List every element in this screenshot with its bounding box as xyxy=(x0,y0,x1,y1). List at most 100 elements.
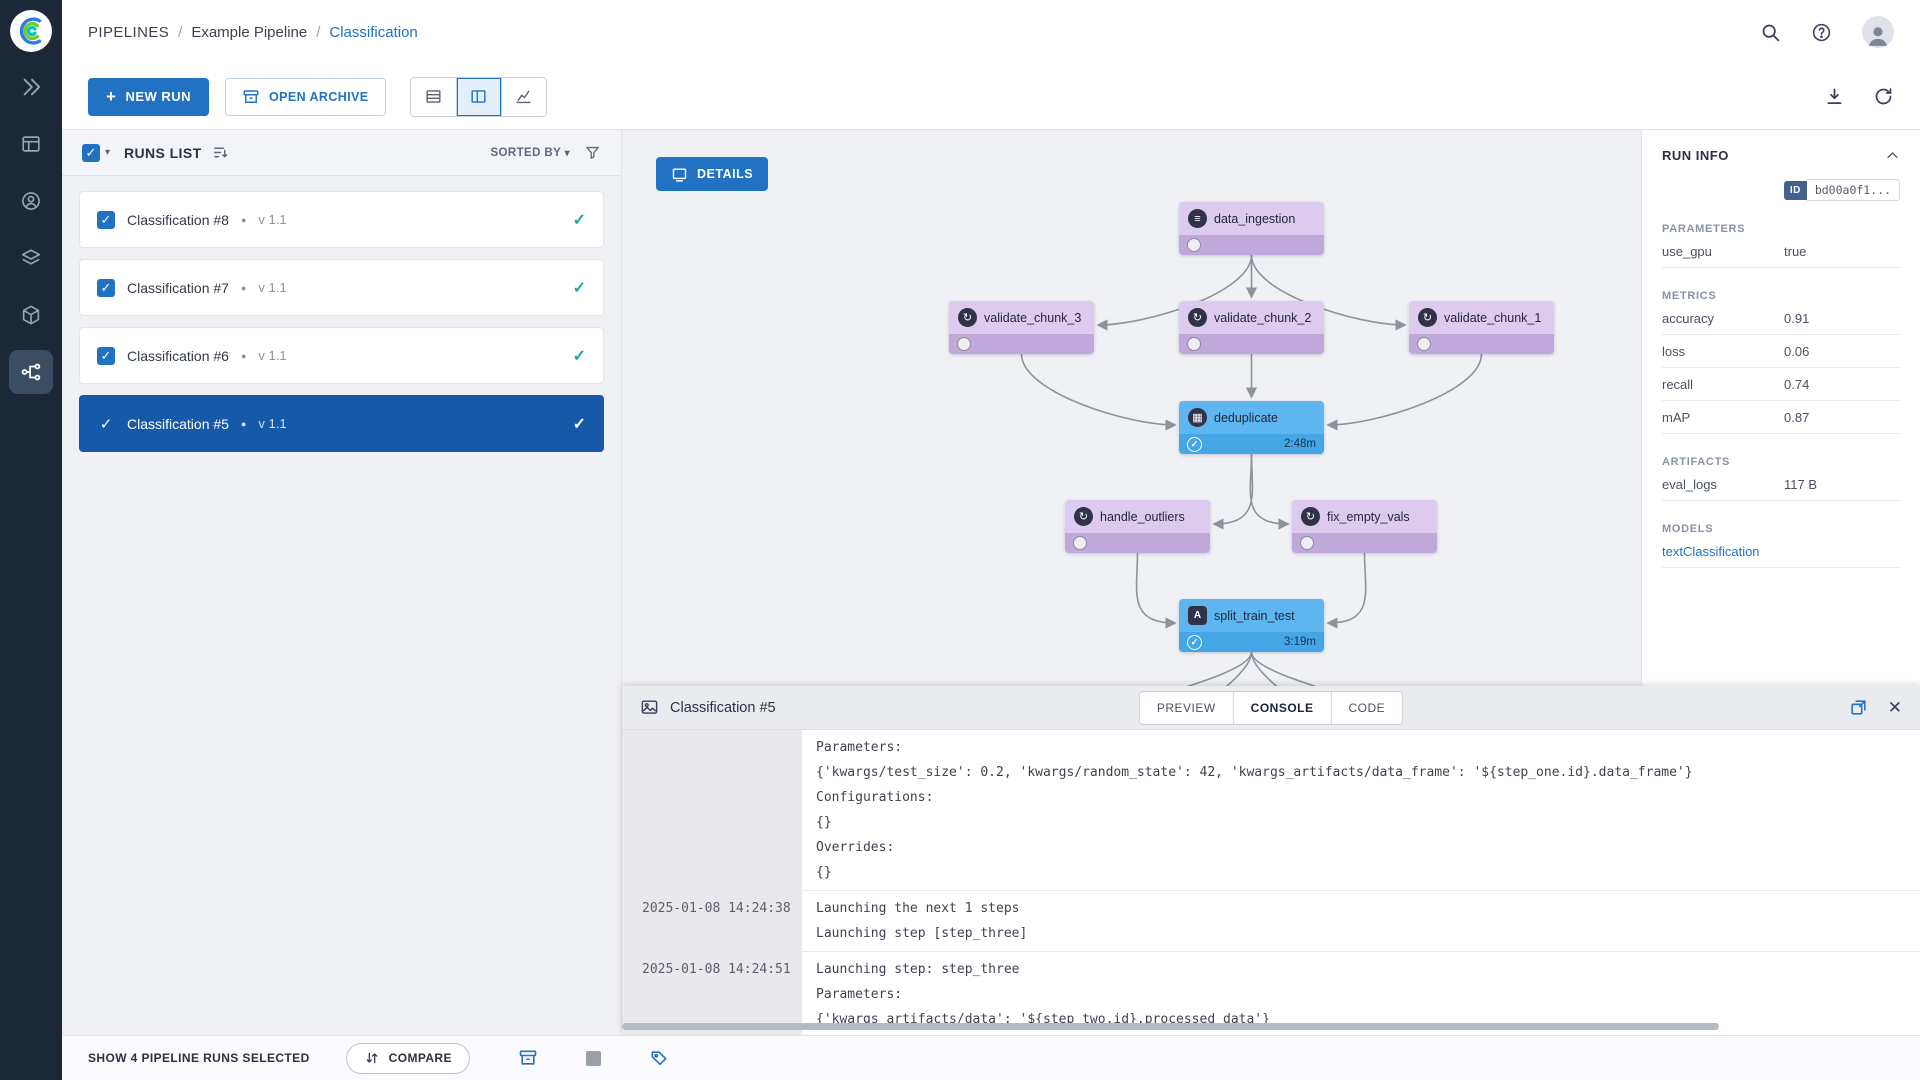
node-status-pending-icon xyxy=(1187,337,1201,351)
table-icon xyxy=(22,136,40,152)
tab-preview[interactable]: PREVIEW xyxy=(1138,690,1234,725)
run-version: v 1.1 xyxy=(258,348,287,363)
split-view-button[interactable] xyxy=(455,77,501,116)
dag-node-data_ingestion[interactable]: ≡data_ingestion xyxy=(1179,202,1324,255)
chart-view-button[interactable] xyxy=(500,77,546,116)
info-value: true xyxy=(1784,243,1807,259)
tag-selected-icon[interactable] xyxy=(649,1048,669,1068)
archive-icon xyxy=(243,89,259,103)
help-icon[interactable] xyxy=(1811,22,1832,43)
dag-node-label: validate_chunk_1 xyxy=(1444,310,1542,325)
fix_empty_vals-icon: ↻ xyxy=(1301,507,1320,526)
dag-node-fix_empty_vals[interactable]: ↻fix_empty_vals xyxy=(1292,500,1437,553)
dag-node-handle_outliers[interactable]: ↻handle_outliers xyxy=(1065,500,1210,553)
dag-node-label: split_train_test xyxy=(1214,608,1295,623)
dag-node-validate_chunk_1[interactable]: ↻ validate_chunk_1 xyxy=(1409,301,1554,354)
runs-list-panel: ✓ ▾ RUNS LIST SORTED BY ▾ ✓Classificatio… xyxy=(62,130,622,1035)
dag-edge xyxy=(1020,353,1177,431)
dag-node-deduplicate[interactable]: ▦deduplicate✓2:48m xyxy=(1179,401,1324,454)
run-checkbox[interactable]: ✓ xyxy=(99,415,113,433)
sorted-by-control[interactable]: SORTED BY ▾ xyxy=(490,147,570,159)
run-status-check-icon: ✓ xyxy=(572,211,586,229)
filter-icon[interactable] xyxy=(584,144,601,161)
tab-code[interactable]: CODE xyxy=(1331,690,1404,725)
view-mode-toggle xyxy=(409,76,547,117)
console-horizontal-scrollbar[interactable] xyxy=(622,1023,1719,1030)
node-status-pending-icon xyxy=(1417,337,1431,351)
open-archive-button[interactable]: OPEN ARCHIVE xyxy=(225,77,386,116)
breadcrumb-example-pipeline[interactable]: Example Pipeline xyxy=(191,23,308,41)
run-name: Classification #7 xyxy=(127,279,229,296)
topbar-actions xyxy=(1760,16,1894,48)
launch-icon xyxy=(23,78,41,96)
sidebar-item-experiments[interactable] xyxy=(9,293,53,337)
compare-icon xyxy=(366,1052,377,1064)
breadcrumb-classification[interactable]: Classification xyxy=(329,23,418,41)
node-status-pending-icon xyxy=(1187,238,1201,252)
dag-node-validate_chunk_2[interactable]: ↻validate_chunk_2 xyxy=(1179,301,1324,354)
node-status-pending-icon xyxy=(1300,536,1314,550)
dag-node-validate_chunk_3[interactable]: ↻validate_chunk_3 xyxy=(949,301,1094,354)
run-id-value[interactable]: bd00a0f1... xyxy=(1806,179,1900,201)
new-run-button[interactable]: + NEW RUN xyxy=(88,77,210,116)
info-key: recall xyxy=(1662,376,1694,392)
collapse-panel-icon[interactable] xyxy=(1885,148,1900,163)
select-all-checkbox[interactable]: ✓ xyxy=(82,143,100,162)
tab-console[interactable]: CONSOLE xyxy=(1233,690,1332,725)
log-timestamp: 2025-01-08 14:24:38 xyxy=(622,891,802,951)
info-key: eval_logs xyxy=(1662,476,1717,492)
info-value: 0.87 xyxy=(1784,409,1810,425)
download-icon[interactable] xyxy=(1824,86,1845,107)
run-status-check-icon: ✓ xyxy=(572,347,586,365)
console-run-title: Classification #5 xyxy=(670,699,776,716)
archive-selected-icon[interactable] xyxy=(518,1048,538,1068)
compare-button[interactable]: COMPARE xyxy=(345,1042,470,1074)
run-checkbox[interactable]: ✓ xyxy=(97,210,115,229)
user-avatar[interactable] xyxy=(1862,16,1894,48)
preview-frame-icon xyxy=(641,700,658,714)
list-settings-icon[interactable] xyxy=(212,144,229,161)
model-link-row[interactable]: textClassification xyxy=(1662,535,1900,568)
sidebar-item-community[interactable] xyxy=(9,179,53,223)
run-status-check-icon: ✓ xyxy=(572,279,586,297)
close-console-icon[interactable]: ✕ xyxy=(1887,698,1902,717)
run-checkbox[interactable]: ✓ xyxy=(97,278,115,297)
select-all-caret-icon[interactable]: ▾ xyxy=(105,147,111,158)
run-version: v 1.1 xyxy=(258,280,287,295)
run-list-item[interactable]: ✓Classification #6●v 1.1✓ xyxy=(79,327,604,384)
table-view-button[interactable] xyxy=(410,77,456,116)
open-in-new-icon[interactable] xyxy=(1849,698,1868,717)
run-list-item[interactable]: ✓Classification #5●v 1.1✓ xyxy=(79,395,604,452)
sidebar-item-pipelines[interactable] xyxy=(9,350,53,394)
info-key: accuracy xyxy=(1662,310,1715,326)
run-checkbox[interactable]: ✓ xyxy=(97,346,115,365)
details-icon xyxy=(672,167,687,182)
search-icon[interactable] xyxy=(1760,22,1781,43)
console-log: Parameters:{'kwargs/test_size': 0.2, 'kw… xyxy=(622,730,1920,1035)
sidebar-item-projects[interactable] xyxy=(9,236,53,280)
node-status-completed-icon: ✓ xyxy=(1187,634,1202,650)
auto-refresh-icon[interactable] xyxy=(1873,86,1894,107)
dag-edge xyxy=(1250,651,1278,686)
validate_chunk_1-icon: ↻ xyxy=(1418,308,1437,327)
breadcrumb-separator: / xyxy=(178,23,183,41)
dag-node-label: validate_chunk_3 xyxy=(984,310,1082,325)
breadcrumb-pipelines[interactable]: PIPELINES xyxy=(88,23,170,41)
details-button[interactable]: DETAILS xyxy=(656,157,769,191)
sidebar-item-launch[interactable] xyxy=(9,65,53,109)
split_train_test-icon: A xyxy=(1188,606,1207,625)
sidebar-item-datasets[interactable] xyxy=(9,122,53,166)
run-list-item[interactable]: ✓Classification #8●v 1.1✓ xyxy=(79,191,604,248)
details-label: DETAILS xyxy=(697,167,754,181)
log-lines: Parameters:{'kwargs/test_size': 0.2, 'kw… xyxy=(802,730,1920,890)
id-badge: ID xyxy=(1783,180,1807,200)
log-line: Parameters: xyxy=(816,987,903,1002)
clearml-logo[interactable] xyxy=(10,10,52,52)
run-list-item[interactable]: ✓Classification #7●v 1.1✓ xyxy=(79,259,604,316)
dag-edge xyxy=(1249,453,1290,530)
